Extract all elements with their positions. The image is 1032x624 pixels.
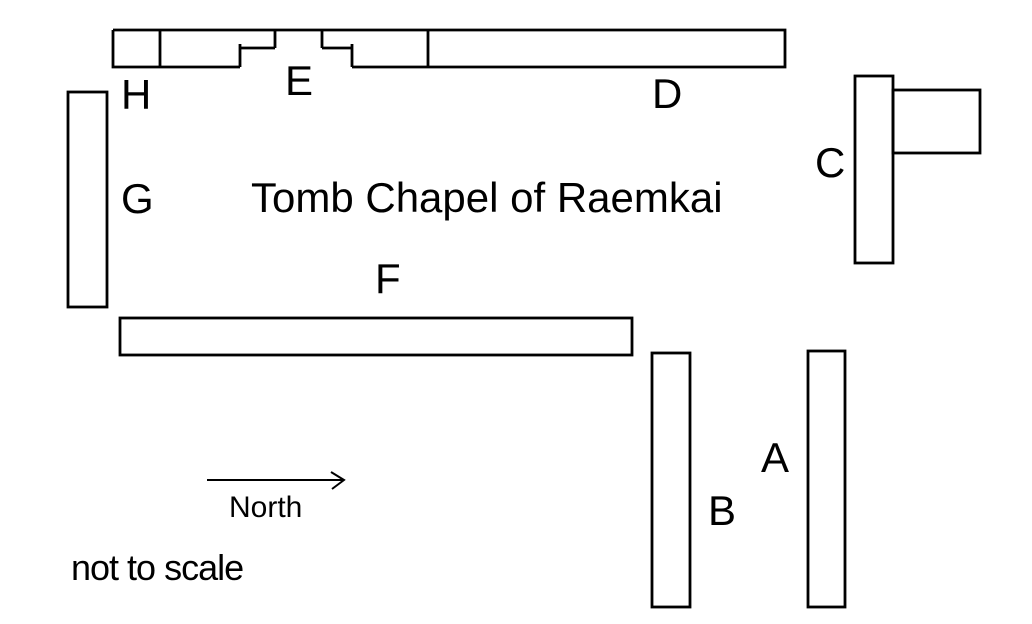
north-arrow (207, 471, 346, 490)
walls-group (66, 28, 982, 609)
label-wall-e: E (285, 57, 313, 104)
label-wall-d: D (652, 70, 682, 117)
diagram-title: Tomb Chapel of Raemkai (251, 174, 723, 221)
north-arrow-head-icon (330, 471, 346, 490)
wall-a-rect (806, 349, 847, 609)
label-wall-f: F (375, 255, 401, 302)
scale-note: not to scale (71, 547, 243, 588)
label-wall-b: B (708, 487, 736, 534)
label-wall-g: G (121, 175, 154, 222)
north-label: North (229, 491, 302, 524)
wall-c-side-rect (891, 88, 982, 155)
wall-f-rect (118, 316, 634, 357)
top-wall-outline (111, 28, 787, 69)
wall-g-rect (66, 90, 109, 309)
label-wall-h: H (121, 71, 151, 118)
label-wall-c: C (815, 139, 845, 186)
label-wall-a: A (761, 434, 789, 481)
wall-b-rect (650, 351, 692, 609)
wall-c-main-rect (853, 74, 895, 265)
